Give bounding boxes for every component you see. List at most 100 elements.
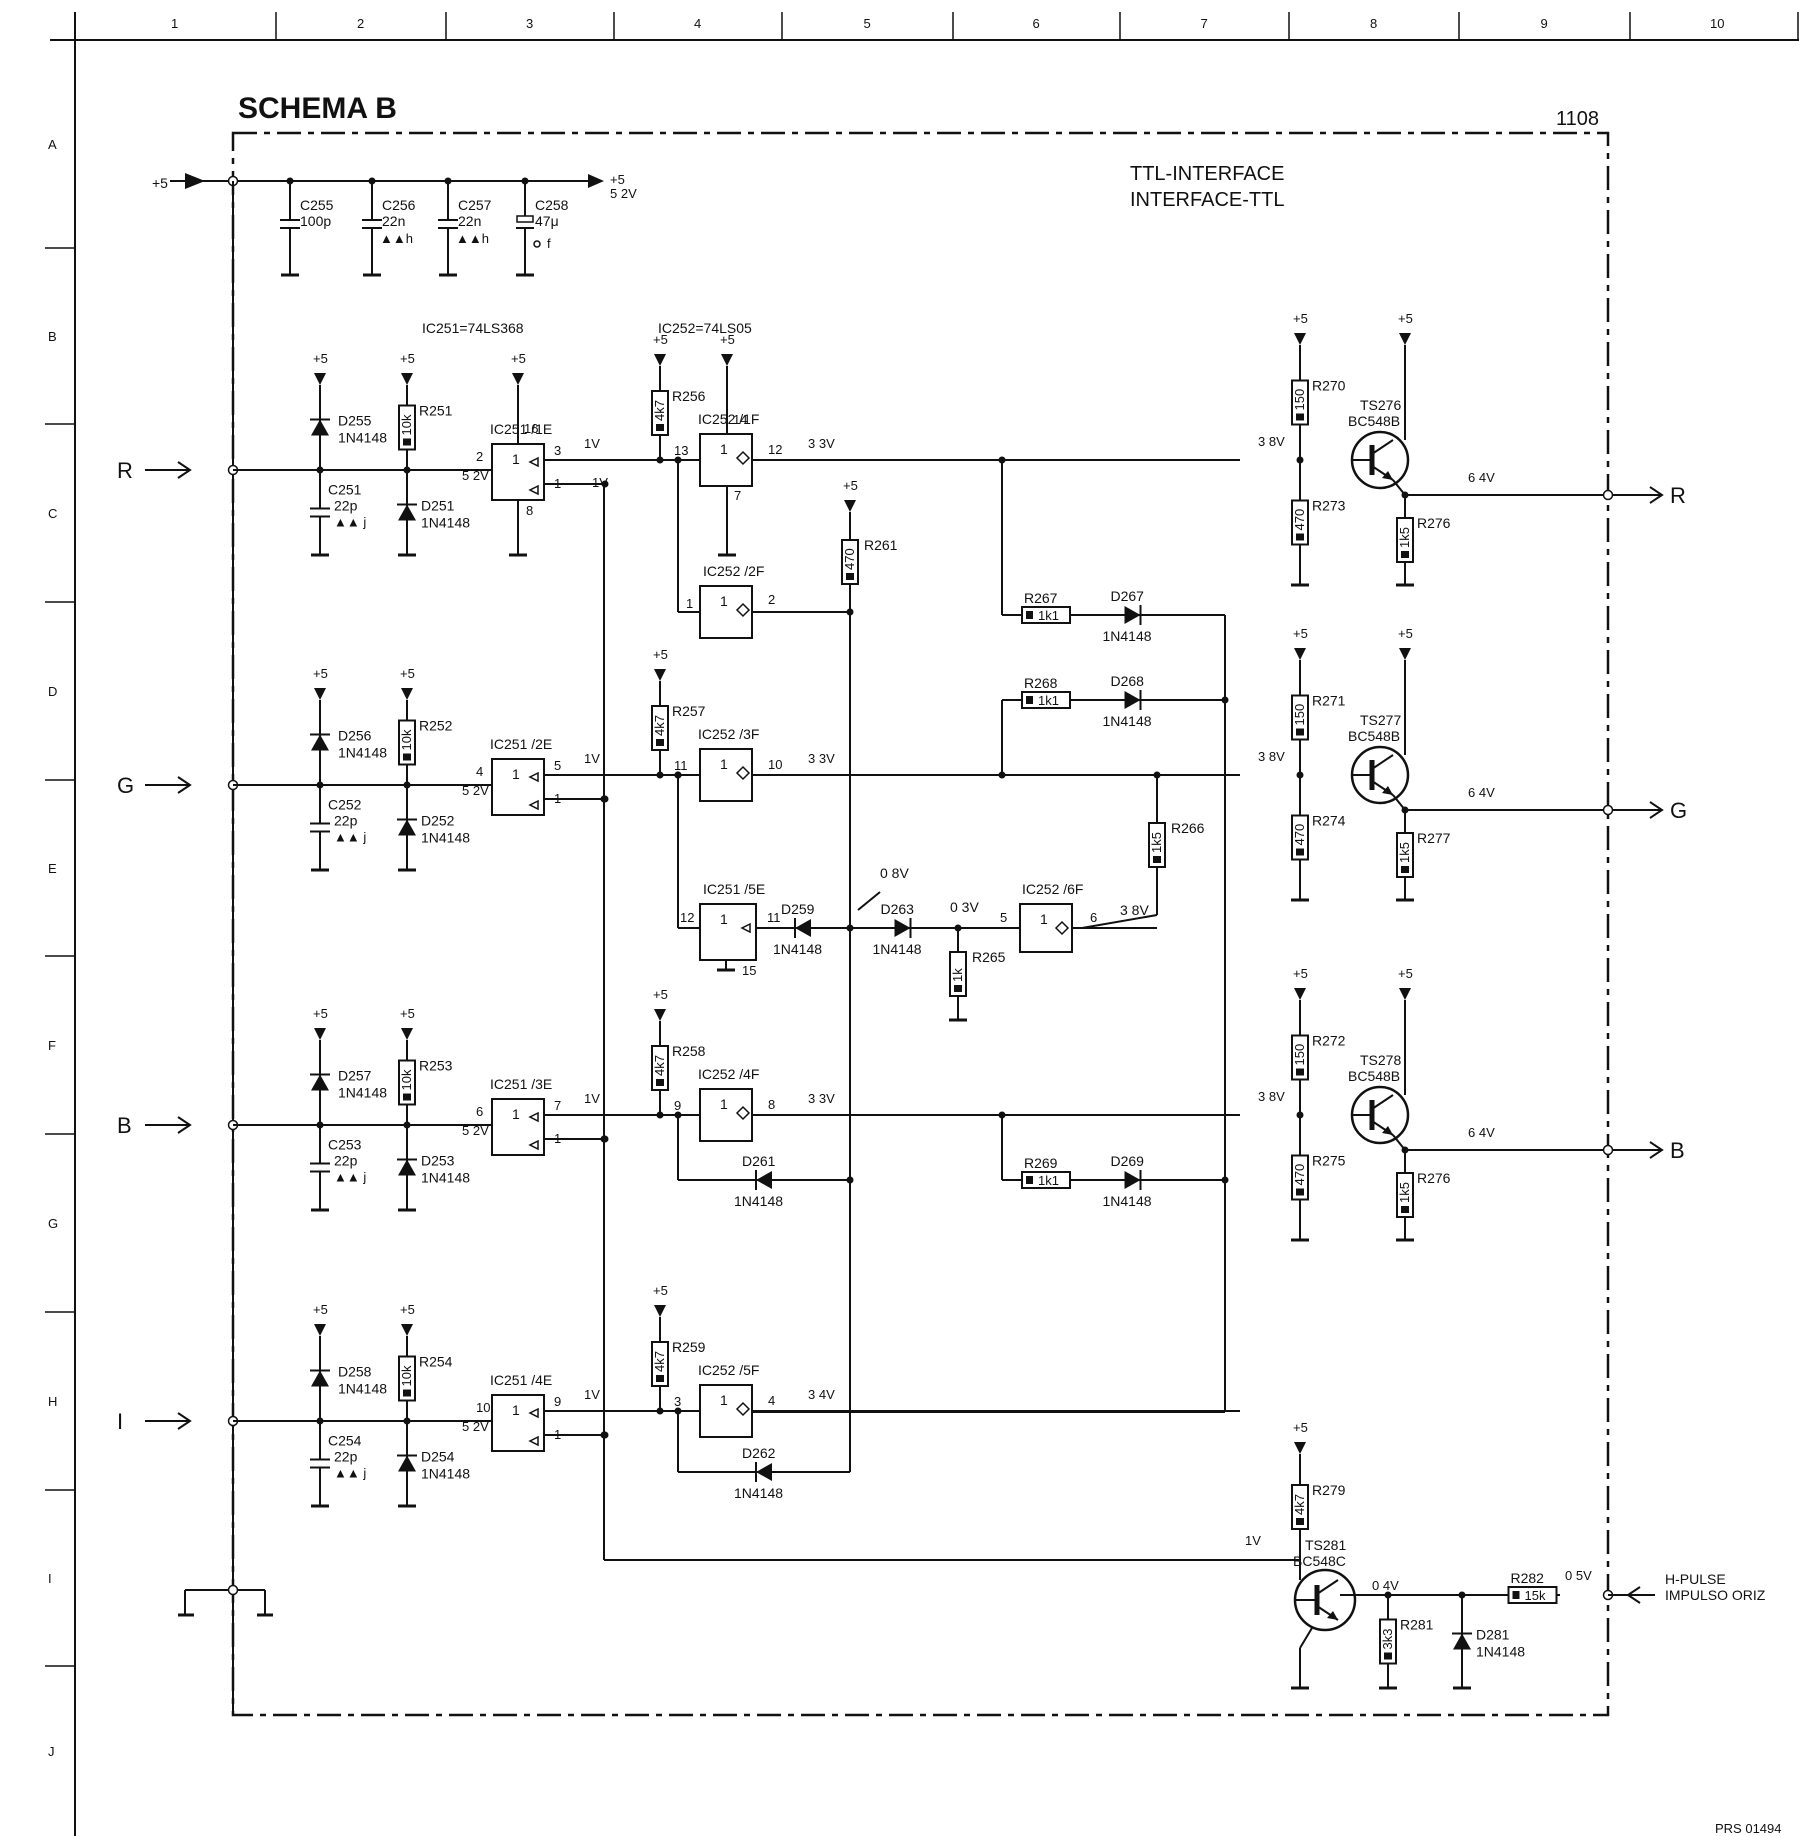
- supply-arrow: +5: [843, 478, 858, 512]
- supply-label: +5: [843, 478, 858, 493]
- gate-body: [491, 758, 545, 816]
- resistor-ref: R274: [1312, 813, 1346, 829]
- diode-type: 1N4148: [734, 1485, 783, 1501]
- arrow-head: [177, 1412, 192, 1430]
- resistor-marker: [1026, 611, 1033, 619]
- diode-triangle: [795, 919, 811, 937]
- tristate-mark: [528, 771, 539, 783]
- diode-type: 1N4148: [338, 1381, 387, 1397]
- voltage-base: 3 8V: [1258, 434, 1285, 449]
- arrow-head: [177, 1116, 192, 1134]
- voltage-base: 1V: [1245, 1533, 1261, 1548]
- resistor-marker: [1401, 551, 1409, 558]
- resistor-marker: [403, 1093, 411, 1101]
- resistor-marker: [656, 1375, 664, 1382]
- diode-type: 1N4148: [873, 941, 922, 957]
- diode-ref: D259: [781, 901, 815, 917]
- supply-label: +5: [720, 332, 735, 347]
- supply-arrow: +5: [653, 1283, 668, 1317]
- diode-ref: D268: [1111, 673, 1145, 689]
- resistor-ref: R273: [1312, 498, 1346, 514]
- pin-in: 2: [476, 449, 483, 464]
- schema-title: SCHEMA B: [238, 92, 397, 125]
- capacitor-ref: C256: [382, 197, 416, 213]
- pin-out: 4: [768, 1393, 775, 1408]
- supply-triangle: [314, 373, 326, 385]
- supply-triangle: [1294, 1442, 1306, 1454]
- supply-arrow: +5: [1293, 626, 1308, 660]
- resistor-value: 4k7: [1292, 1494, 1307, 1515]
- column-label: 8: [1370, 16, 1377, 31]
- row-label: E: [48, 861, 57, 876]
- pin-vcc: 16: [524, 421, 538, 436]
- resistor-marker: [1296, 728, 1304, 736]
- supply-arrow: +5: [511, 351, 526, 385]
- resistor-value: 4k7: [652, 715, 667, 736]
- supply-arrow: +5: [313, 1302, 328, 1336]
- gate-body: [491, 1098, 545, 1156]
- diode-type: 1N4148: [338, 745, 387, 761]
- voltage-base: 3 8V: [1258, 1089, 1285, 1104]
- resistor-ref: R259: [672, 1339, 706, 1355]
- pin-out: 11: [767, 910, 781, 925]
- resistor-value: 10k: [399, 1069, 414, 1090]
- diode-triangle: [756, 1171, 772, 1189]
- gate-function: 1: [512, 766, 520, 782]
- open-collector-mark: [735, 765, 751, 781]
- gate-ref: IC251 /2E: [490, 736, 552, 752]
- arrow-head: [1626, 1586, 1641, 1604]
- resistor-ref: R256: [672, 388, 706, 404]
- wire: [1081, 914, 1158, 929]
- resistor-marker: [1401, 1206, 1409, 1213]
- resistor-value: 1k1: [1038, 1173, 1059, 1188]
- resistor-body: [1021, 691, 1071, 709]
- gate-function: 1: [512, 451, 520, 467]
- supply-triangle: [654, 1305, 666, 1317]
- transistor-ref: TS277: [1360, 712, 1401, 728]
- row-label: B: [48, 329, 57, 344]
- voltage-emitter: 6 4V: [1468, 470, 1495, 485]
- open-collector-mark: [1054, 920, 1070, 936]
- supply-label: +5: [313, 1006, 328, 1021]
- gate-function: 1: [512, 1402, 520, 1418]
- gate-function: 1: [720, 593, 728, 609]
- pin-in: 11: [674, 758, 688, 773]
- sheet-number: 1108: [1556, 108, 1599, 130]
- gate-ref: IC251 /1E: [490, 421, 552, 437]
- voltage-collector: 0 4V: [1372, 1578, 1399, 1593]
- resistor-value: 1k1: [1038, 693, 1059, 708]
- voltage-label: 3 8V: [1120, 902, 1149, 918]
- diode-type: 1N4148: [421, 1466, 470, 1482]
- capacitor-value: 100p: [300, 213, 331, 229]
- capacitor-value: 22n: [458, 213, 481, 229]
- supply-arrow: +5: [400, 666, 415, 700]
- supply-triangle: [1294, 333, 1306, 345]
- diode-ref: D262: [742, 1445, 776, 1461]
- voltage-base: 3 8V: [1258, 749, 1285, 764]
- supply-triangle: [654, 669, 666, 681]
- supply-in-label: +5: [152, 175, 168, 191]
- output-r: R: [1612, 483, 1686, 508]
